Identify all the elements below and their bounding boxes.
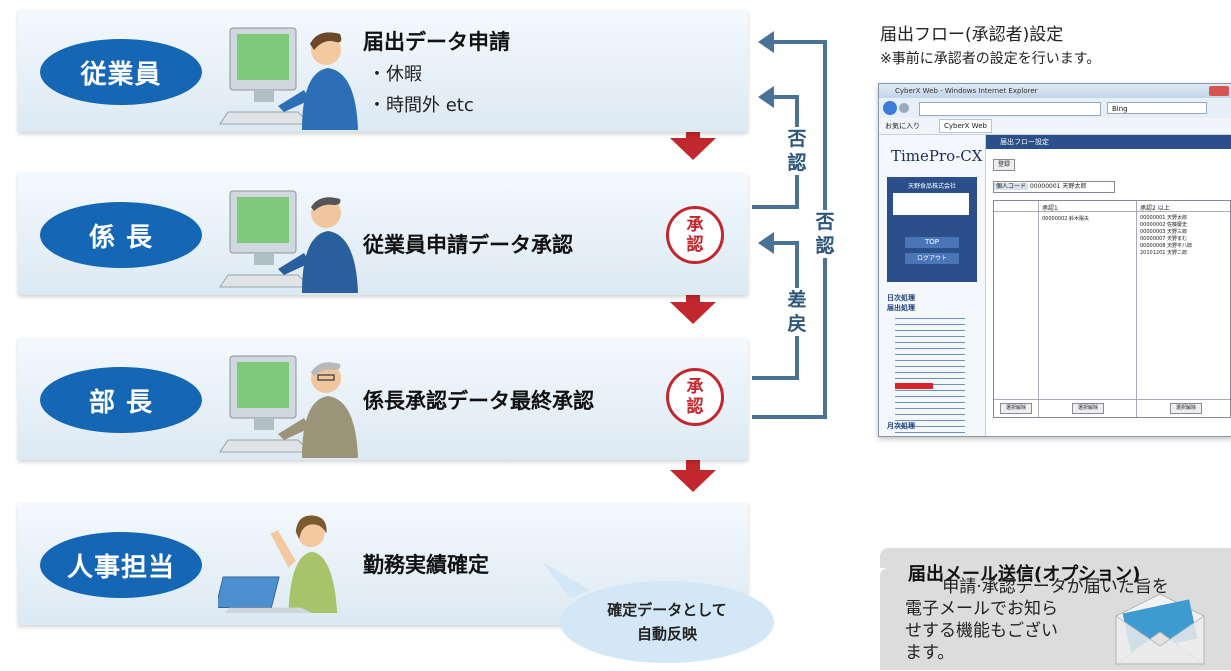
- task-hr: 勤務実績確定: [363, 553, 489, 577]
- menu-notice[interactable]: 届出処理: [887, 304, 915, 312]
- label-reject-inner: 否認: [785, 127, 809, 175]
- browser-tab[interactable]: CyberX Web: [939, 119, 992, 133]
- role-section-chief: 係 長: [40, 202, 202, 268]
- section-chief-pc-illustration: [219, 190, 358, 293]
- role-department-head: 部 長: [40, 367, 202, 433]
- mail-line-1: 申請·承認データが届いた旨を: [942, 577, 1169, 597]
- task-employee-sub-2: ・時間外 etc: [368, 95, 474, 116]
- menu-list: [895, 313, 965, 433]
- task-employee: 届出データ申請: [363, 30, 510, 54]
- role-hr: 人事担当: [40, 532, 202, 598]
- approver-2-list[interactable]: 00000001 天野太郎 00000002 佐藤慶史 00000003 天野三…: [1140, 215, 1193, 256]
- row-section-chief: 係 長 従業員申請データ承認 承 認: [18, 173, 748, 295]
- flow-setting-note: ※事前に承認者の設定を行います。: [880, 51, 1101, 67]
- role-employee: 従業員: [40, 39, 202, 105]
- label-sendback: 差戻: [785, 288, 809, 336]
- menu-selected[interactable]: [895, 383, 933, 389]
- approval-stamp-2: 承 認: [666, 368, 724, 426]
- mail-panel-top: [880, 548, 1231, 568]
- favorites-bar: お気に入り CyberX Web: [879, 118, 1231, 135]
- search-input[interactable]: Bing: [1107, 102, 1207, 114]
- row-employee: 従業員 届出データ申請 ・休暇 ・時間外 etc: [18, 10, 748, 132]
- browser-titlebar: CyberX Web - Windows Internet Explorer: [879, 84, 1231, 98]
- deselect-button-1[interactable]: 選択解除: [1000, 403, 1032, 414]
- mail-line-2: 電子メールでお知ら: [905, 599, 1058, 619]
- mail-panel-title: 届出メール送信(オプション): [908, 564, 1141, 585]
- sendback-arrowhead: [758, 232, 774, 254]
- logout-button[interactable]: ログアウト: [905, 253, 959, 264]
- browser-addressbar: Bing: [879, 98, 1231, 118]
- task-department-head: 係長承認データ最終承認: [363, 389, 594, 413]
- mail-line-4: ます。: [905, 643, 955, 663]
- reject-inner-arrowhead: [758, 86, 774, 108]
- auto-reflect-bubble: 確定データとして 自動反映: [560, 581, 774, 663]
- forward-icon[interactable]: [899, 103, 909, 113]
- register-button[interactable]: 登録: [993, 159, 1015, 171]
- col-approver-2: 承認2 以上: [1140, 205, 1170, 212]
- close-icon[interactable]: [1209, 86, 1229, 96]
- col-approver-1: 承認1: [1042, 205, 1058, 212]
- code-field[interactable]: 個人コード 00000001 天野太郎: [993, 181, 1115, 193]
- envelope-icon: [1114, 593, 1206, 665]
- deselect-button-2[interactable]: 選択解除: [1072, 403, 1104, 414]
- hr-laptop-illustration: [218, 515, 338, 613]
- approver-1-value[interactable]: 00000002 鈴木陽夫: [1042, 216, 1090, 222]
- top-button[interactable]: TOP: [905, 237, 959, 248]
- user-box: 天野食品株式会社 TOP ログアウト: [887, 177, 977, 282]
- task-section-chief: 従業員申請データ承認: [363, 233, 573, 257]
- back-icon[interactable]: [883, 101, 897, 115]
- address-input[interactable]: [919, 102, 1101, 116]
- deselect-button-3[interactable]: 選択解除: [1170, 403, 1202, 414]
- employee-pc-illustration: [219, 27, 358, 130]
- content-heading: 届出フロー設定: [986, 135, 1231, 149]
- label-reject-outer: 否認: [813, 210, 837, 258]
- menu-daily[interactable]: 日次処理: [887, 294, 915, 302]
- bubble-tail: [542, 562, 590, 598]
- favorites-link[interactable]: お気に入り: [885, 122, 920, 130]
- reject-outer-arrowhead: [758, 31, 774, 53]
- approver-table: 承認1 承認2 以上 00000002 鈴木陽夫 00000001 天野太郎 0…: [993, 200, 1231, 418]
- flow-setting-title: 届出フロー(承認者)設定: [880, 25, 1064, 45]
- menu-monthly[interactable]: 月次処理: [887, 422, 915, 430]
- app-logo: TimePro-CX: [891, 147, 983, 165]
- settings-screenshot: CyberX Web - Windows Internet Explorer B…: [878, 83, 1231, 437]
- task-employee-sub-1: ・休暇: [368, 64, 422, 85]
- department-head-pc-illustration: [219, 355, 358, 458]
- approval-stamp-1: 承 認: [666, 206, 724, 264]
- app-sidebar: TimePro-CX 天野食品株式会社 TOP ログアウト 日次処理 届出処理 …: [879, 135, 986, 436]
- mail-line-3: せする機能もござい: [905, 621, 1058, 641]
- row-department-head: 部 長 係長承認データ最終承認 承 認: [18, 338, 748, 460]
